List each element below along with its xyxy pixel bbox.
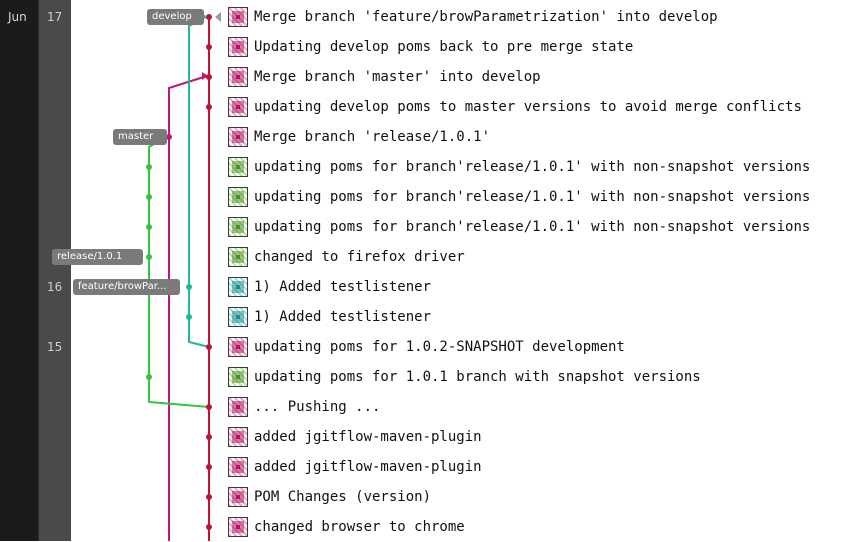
commit-message: changed browser to chrome bbox=[254, 519, 465, 535]
commit-row[interactable]: Merge branch 'release/1.0.1' bbox=[228, 122, 490, 152]
commit-message: Merge branch 'master' into develop bbox=[254, 69, 541, 85]
author-avatar-icon bbox=[228, 37, 248, 57]
commit-row[interactable]: added jgitflow-maven-plugin bbox=[228, 452, 482, 482]
commit-node[interactable] bbox=[206, 104, 212, 110]
commit-node[interactable] bbox=[166, 134, 172, 140]
commit-row[interactable]: 1) Added testlistener bbox=[228, 302, 431, 332]
commit-message: updating poms for branch'release/1.0.1' … bbox=[254, 159, 811, 175]
commit-row[interactable]: updating poms for branch'release/1.0.1' … bbox=[228, 152, 810, 182]
author-avatar-icon bbox=[228, 7, 248, 27]
commit-node[interactable] bbox=[206, 44, 212, 50]
commit-row[interactable]: POM Changes (version) bbox=[228, 482, 431, 512]
commit-row[interactable]: changed to firefox driver bbox=[228, 242, 465, 272]
master-merge-line bbox=[168, 75, 208, 137]
commit-message: added jgitflow-maven-plugin bbox=[254, 459, 482, 475]
author-avatar-icon bbox=[228, 127, 248, 147]
commit-message: updating develop poms to master versions… bbox=[254, 99, 802, 115]
commit-node[interactable] bbox=[206, 344, 212, 350]
commit-node[interactable] bbox=[206, 464, 212, 470]
month-label: Jun bbox=[8, 10, 27, 24]
branch-ref-label[interactable]: master bbox=[113, 129, 167, 145]
author-avatar-icon bbox=[228, 367, 248, 387]
author-avatar-icon bbox=[228, 307, 248, 327]
commit-row[interactable]: changed browser to chrome bbox=[228, 512, 465, 542]
commit-message: updating poms for 1.0.1 branch with snap… bbox=[254, 369, 701, 385]
commit-message: Merge branch 'feature/browParametrizatio… bbox=[254, 9, 718, 25]
commit-row[interactable]: 1) Added testlistener bbox=[228, 272, 431, 302]
author-avatar-icon bbox=[228, 247, 248, 267]
day-label: 15 bbox=[47, 340, 63, 354]
branch-ref-label[interactable]: develop bbox=[147, 9, 204, 25]
commit-row[interactable]: updating develop poms to master versions… bbox=[228, 92, 802, 122]
commit-message: updating poms for 1.0.2-SNAPSHOT develop… bbox=[254, 339, 625, 355]
author-avatar-icon bbox=[228, 457, 248, 477]
day-label: 17 bbox=[47, 10, 63, 24]
release-fork-line bbox=[148, 377, 210, 408]
branch-ref-label[interactable]: release/1.0.1 bbox=[52, 249, 143, 265]
commit-node[interactable] bbox=[146, 164, 152, 170]
commit-node[interactable] bbox=[206, 524, 212, 530]
feature-merge-line bbox=[188, 16, 207, 287]
author-avatar-icon bbox=[228, 157, 248, 177]
merge-arrow-icon bbox=[202, 72, 208, 80]
commit-row[interactable]: ... Pushing ... bbox=[228, 392, 380, 422]
feature-fork-line bbox=[188, 287, 210, 348]
day-column bbox=[38, 0, 71, 541]
commit-node[interactable] bbox=[146, 224, 152, 230]
author-avatar-icon bbox=[228, 397, 248, 417]
commit-row[interactable]: updating poms for branch'release/1.0.1' … bbox=[228, 212, 810, 242]
commit-node[interactable] bbox=[206, 434, 212, 440]
commit-row[interactable]: Merge branch 'feature/browParametrizatio… bbox=[228, 2, 718, 32]
commit-row[interactable]: updating poms for 1.0.2-SNAPSHOT develop… bbox=[228, 332, 625, 362]
commit-row[interactable]: updating poms for 1.0.1 branch with snap… bbox=[228, 362, 701, 392]
commit-node[interactable] bbox=[206, 74, 212, 80]
head-pointer-icon bbox=[215, 12, 221, 22]
author-avatar-icon bbox=[228, 187, 248, 207]
commit-message: ... Pushing ... bbox=[254, 399, 381, 415]
commit-node[interactable] bbox=[186, 284, 192, 290]
commit-row[interactable]: added jgitflow-maven-plugin bbox=[228, 422, 482, 452]
commit-node[interactable] bbox=[146, 194, 152, 200]
author-avatar-icon bbox=[228, 337, 248, 357]
author-avatar-icon bbox=[228, 97, 248, 117]
author-avatar-icon bbox=[228, 217, 248, 237]
commit-message: updating poms for branch'release/1.0.1' … bbox=[254, 189, 811, 205]
author-avatar-icon bbox=[228, 67, 248, 87]
commit-message: Updating develop poms back to pre merge … bbox=[254, 39, 634, 55]
author-avatar-icon bbox=[228, 487, 248, 507]
commit-node[interactable] bbox=[206, 494, 212, 500]
author-avatar-icon bbox=[228, 427, 248, 447]
commit-message: changed to firefox driver bbox=[254, 249, 465, 265]
author-avatar-icon bbox=[228, 517, 248, 537]
commit-row[interactable]: updating poms for branch'release/1.0.1' … bbox=[228, 182, 810, 212]
commit-message: updating poms for branch'release/1.0.1' … bbox=[254, 219, 811, 235]
commit-node[interactable] bbox=[186, 314, 192, 320]
commit-node[interactable] bbox=[206, 14, 212, 20]
author-avatar-icon bbox=[228, 277, 248, 297]
commit-message: Merge branch 'release/1.0.1' bbox=[254, 129, 491, 145]
commit-message: POM Changes (version) bbox=[254, 489, 432, 505]
branch-ref-label[interactable]: feature/browPar... bbox=[73, 279, 180, 295]
commit-row[interactable]: Merge branch 'master' into develop bbox=[228, 62, 541, 92]
commit-message: 1) Added testlistener bbox=[254, 309, 432, 325]
commit-message: added jgitflow-maven-plugin bbox=[254, 429, 482, 445]
commit-node[interactable] bbox=[206, 404, 212, 410]
commit-node[interactable] bbox=[146, 374, 152, 380]
commit-node[interactable] bbox=[146, 254, 152, 260]
commit-row[interactable]: Updating develop poms back to pre merge … bbox=[228, 32, 633, 62]
day-label: 16 bbox=[47, 280, 63, 294]
month-column: Jun bbox=[0, 0, 38, 541]
commit-message: 1) Added testlistener bbox=[254, 279, 432, 295]
